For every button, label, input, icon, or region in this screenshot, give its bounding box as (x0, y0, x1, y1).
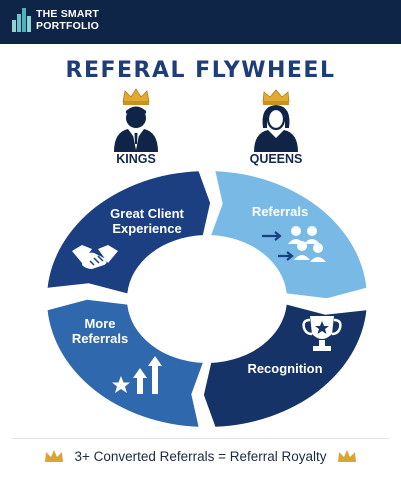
segment-label-line1: Great Client (110, 206, 184, 221)
king-crown-icon (114, 88, 158, 152)
persona-label-queens: QUEENS (249, 152, 303, 166)
handshake-icon (72, 245, 118, 269)
people-referral-icon (262, 226, 326, 262)
footer-banner: 3+ Converted Referrals = Referral Royalt… (12, 438, 389, 474)
segment-label-great-client-experience: Great Client Experience (92, 206, 202, 237)
brand-name-line1: THE SMART (36, 8, 100, 20)
persona-label-kings: KINGS (116, 152, 156, 166)
segment-label-recognition: Recognition (247, 361, 323, 376)
segment-label-line2: Experience (112, 220, 182, 236)
trophy-icon (302, 316, 342, 351)
queen-crown-icon (254, 89, 298, 152)
page-title: REFERAL FLYWHEEL (65, 58, 336, 83)
crown-icon (338, 450, 356, 462)
crown-icon (45, 450, 63, 462)
bar-chart-logo-icon (12, 8, 31, 32)
growth-arrows-icon (112, 356, 162, 394)
header-bar: THE SMART PORTFOLIO (0, 0, 401, 44)
footer-text: 3+ Converted Referrals = Referral Royalt… (74, 449, 327, 464)
segment-label-line1: More (84, 316, 116, 331)
brand-name-line2: PORTFOLIO (36, 20, 100, 32)
segment-label-more-referrals: More Referrals (60, 316, 140, 347)
segment-referrals (211, 171, 367, 299)
segment-more-referrals (47, 299, 203, 427)
flywheel-hub (129, 237, 285, 361)
segment-label-referrals: Referrals (251, 204, 309, 219)
segment-label-line2: Referrals (71, 330, 129, 346)
